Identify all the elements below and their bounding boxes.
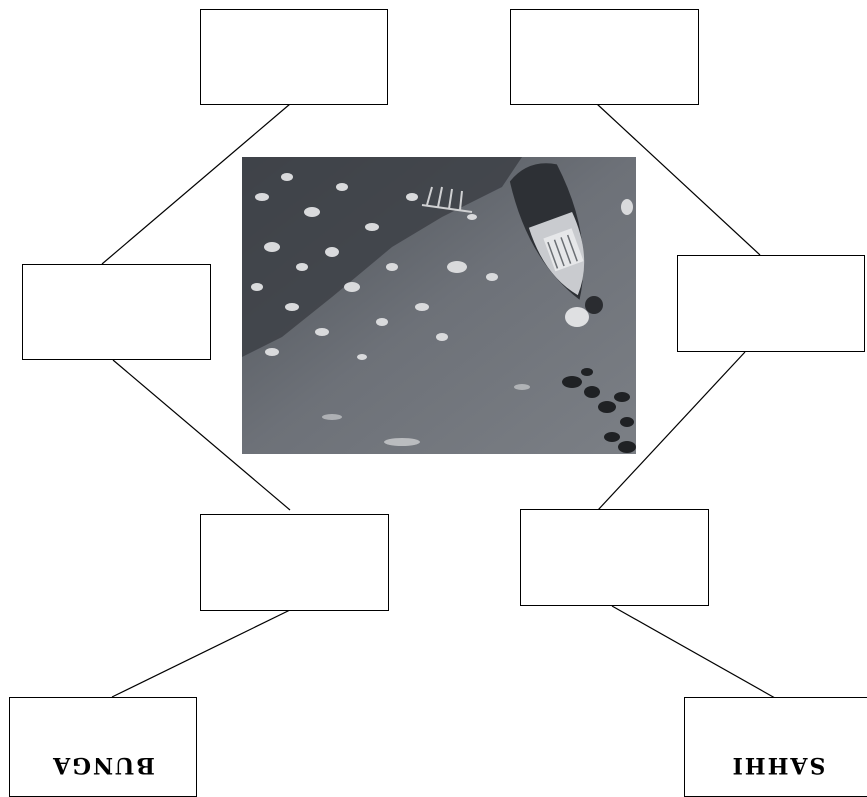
floating-rake bbox=[421, 186, 473, 213]
box-label-bunga: BUNGA bbox=[51, 752, 155, 778]
box-top-left[interactable] bbox=[200, 9, 388, 105]
connector-middle-left-to-lower-left bbox=[112, 359, 291, 511]
box-lower-right[interactable] bbox=[520, 509, 709, 606]
dark-leaves bbox=[562, 368, 636, 453]
box-middle-right[interactable] bbox=[677, 255, 865, 352]
connector-middle-right-to-lower-right bbox=[597, 351, 746, 511]
connector-lower-right-to-bottom-right bbox=[611, 605, 776, 699]
box-top-right[interactable] bbox=[510, 9, 699, 105]
connector-top-left-to-middle-left bbox=[101, 103, 291, 265]
box-bottom-right[interactable]: SAHHI bbox=[684, 697, 867, 797]
connector-top-right-to-middle-right bbox=[596, 103, 761, 256]
box-label-sahhi: SAHHI bbox=[730, 752, 826, 778]
box-lower-left[interactable] bbox=[200, 514, 389, 611]
box-middle-left[interactable] bbox=[22, 264, 211, 360]
box-bottom-left[interactable]: BUNGA bbox=[9, 697, 197, 797]
center-photo bbox=[242, 157, 636, 454]
floating-petals bbox=[251, 173, 633, 446]
boat bbox=[509, 163, 585, 300]
connector-lower-left-to-bottom-left bbox=[111, 609, 291, 698]
